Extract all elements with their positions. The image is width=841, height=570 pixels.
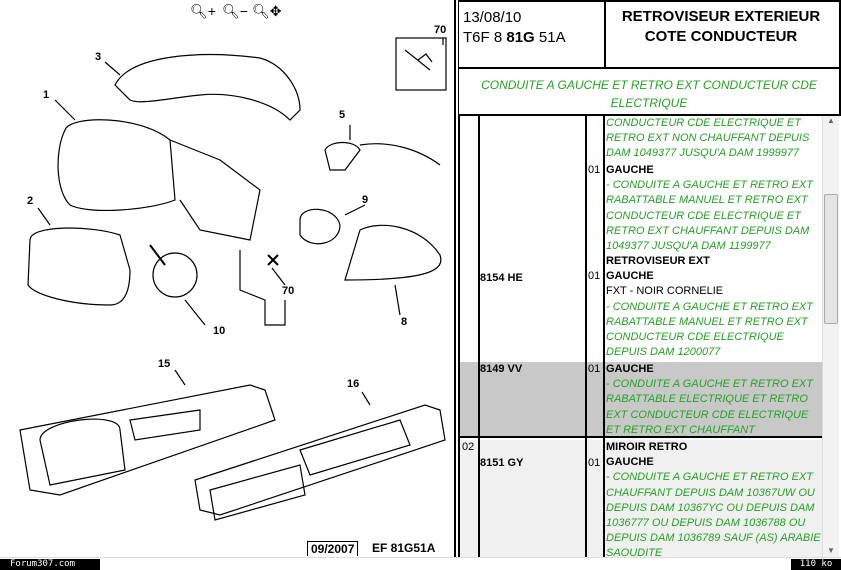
wire-drawing <box>239 250 286 326</box>
mirror-cover-drawing <box>114 54 301 121</box>
callout-70b[interactable]: 70 <box>282 285 295 297</box>
callout-16[interactable]: 16 <box>347 378 360 390</box>
col-divider <box>585 116 587 557</box>
row-variant: GAUCHE <box>606 456 654 469</box>
row-ref: 8154 HE <box>480 272 523 284</box>
scroll-down-arrow-icon[interactable]: ▼ <box>827 546 835 555</box>
row-note: - CONDUITE A GAUCHE ET RETRO EXT RABATTA… <box>606 378 813 436</box>
header-box: 13/08/10 T6F 8 81G 51A RETROVISEUR EXTER… <box>458 0 841 69</box>
row-variant: GAUCHE <box>606 164 654 176</box>
table-row[interactable]: 01 GAUCHE - CONDUITE A GAUCHE ET RETRO EX… <box>458 163 822 254</box>
row-note: - CONDUITE A GAUCHE ET RETRO EXT CHAUFFA… <box>606 471 821 557</box>
parts-table: CONDUCTEUR CDE ELECTRIQUE ET RETRO EXT N… <box>458 116 822 557</box>
code-bold: 81G <box>506 29 535 46</box>
row-qty: 01 <box>588 270 601 282</box>
parts-diagram <box>19 37 447 521</box>
code-prefix: T6F 8 <box>463 29 503 46</box>
mirror-arm-drawing <box>169 139 261 241</box>
callout-8[interactable]: 8 <box>401 316 408 328</box>
row-name: RETROVISEUR EXT <box>606 255 710 267</box>
row-variant: GAUCHE <box>606 270 654 283</box>
subtitle: CONDUITE A GAUCHE ET RETRO EXT CONDUCTEU… <box>458 67 841 116</box>
row-note: - CONDUITE A GAUCHE ET RETRO EXT RABATTA… <box>606 179 813 253</box>
mirror-housing-drawing <box>57 119 176 212</box>
callout-3[interactable]: 3 <box>95 51 102 63</box>
motor-drawing <box>152 252 198 298</box>
ring-drawing <box>299 208 341 245</box>
scrollbar-thumb[interactable] <box>824 194 838 324</box>
row-note: - CONDUITE A GAUCHE ET RETRO EXT RABATTA… <box>606 300 813 359</box>
screw-drawing <box>404 49 433 71</box>
zoom-out-icon[interactable]: 🔍︎− <box>222 3 248 19</box>
diagram-date: 09/2007 <box>307 541 359 556</box>
zoom-in-icon[interactable]: 🔍︎+ <box>190 3 216 19</box>
callout-9[interactable]: 9 <box>362 194 369 206</box>
switch-panel-15-drawing <box>19 384 276 496</box>
callout-1[interactable]: 1 <box>43 89 50 101</box>
row-color: FXT - NOIR CORNELIE <box>606 285 724 298</box>
row-qty: 01 <box>588 164 601 176</box>
row-ref: 8151 GY <box>480 457 524 469</box>
callout-2[interactable]: 2 <box>27 195 34 207</box>
callout-70[interactable]: 70 <box>434 24 447 36</box>
header-code: T6F 8 81G 51A <box>463 28 566 48</box>
code-suffix: 51A <box>538 29 566 46</box>
header-info: 13/08/10 T6F 8 81G 51A <box>463 8 566 48</box>
row-name: MIROIR RETRO <box>606 441 688 453</box>
header-divider <box>604 2 606 69</box>
table-row[interactable]: CONDUCTEUR CDE ELECTRIQUE ET RETRO EXT N… <box>458 116 822 163</box>
connector-drawing <box>324 141 441 171</box>
screw-box <box>395 37 447 91</box>
leader-lines <box>37 38 444 406</box>
vertical-scrollbar[interactable]: ▲ ▼ <box>822 116 839 557</box>
table-row[interactable]: 02 8151 GY 01 MIROIR RETRO GAUCHE - CONDUI… <box>458 440 822 557</box>
row-ref: 8149 VV <box>480 363 523 375</box>
mirror-glass-drawing <box>27 227 131 306</box>
diagram-reference: EF 81G51A <box>372 541 436 555</box>
row-qty: 01 <box>588 363 601 375</box>
table-row-selected[interactable]: 8149 VV 01 GAUCHE - CONDUITE A GAUCHE ET … <box>458 362 822 438</box>
table-row[interactable]: 8154 HE 01 RETROVISEUR EXT GAUCHE FXT - NO… <box>458 254 822 362</box>
row-note: CONDUCTEUR CDE ELECTRIQUE ET RETRO EXT N… <box>606 117 810 160</box>
header-date: 13/08/10 <box>463 9 522 26</box>
row-variant: GAUCHE <box>606 363 654 375</box>
pan-icon[interactable]: 🔍︎✥ <box>252 3 282 19</box>
switch-panel-16-drawing <box>194 404 446 521</box>
callout-15[interactable]: 15 <box>158 358 171 370</box>
status-bar: Forum307.com 110 ko <box>0 557 841 570</box>
col-divider <box>478 116 480 557</box>
callout-5[interactable]: 5 <box>339 109 346 121</box>
cross-marker <box>267 254 279 266</box>
col-divider <box>603 116 605 557</box>
row-qty: 01 <box>588 457 601 469</box>
parts-list-panel: 13/08/10 T6F 8 81G 51A RETROVISEUR EXTER… <box>458 0 841 557</box>
exploded-diagram-panel: 🔍︎+ 🔍︎− 🔍︎✥ 70 3 1 5 2 9 70 10 8 15 16 0… <box>19 0 456 557</box>
file-size: 110 ko <box>791 559 841 570</box>
cap-drawing <box>344 224 442 281</box>
callout-10[interactable]: 10 <box>213 325 226 337</box>
scroll-up-arrow-icon[interactable]: ▲ <box>827 116 835 125</box>
site-label: Forum307.com <box>0 559 100 570</box>
page-title: RETROVISEUR EXTERIEUR COTE CONDUCTEUR <box>621 8 821 45</box>
col-divider <box>458 116 460 557</box>
row-num: 02 <box>462 441 475 453</box>
